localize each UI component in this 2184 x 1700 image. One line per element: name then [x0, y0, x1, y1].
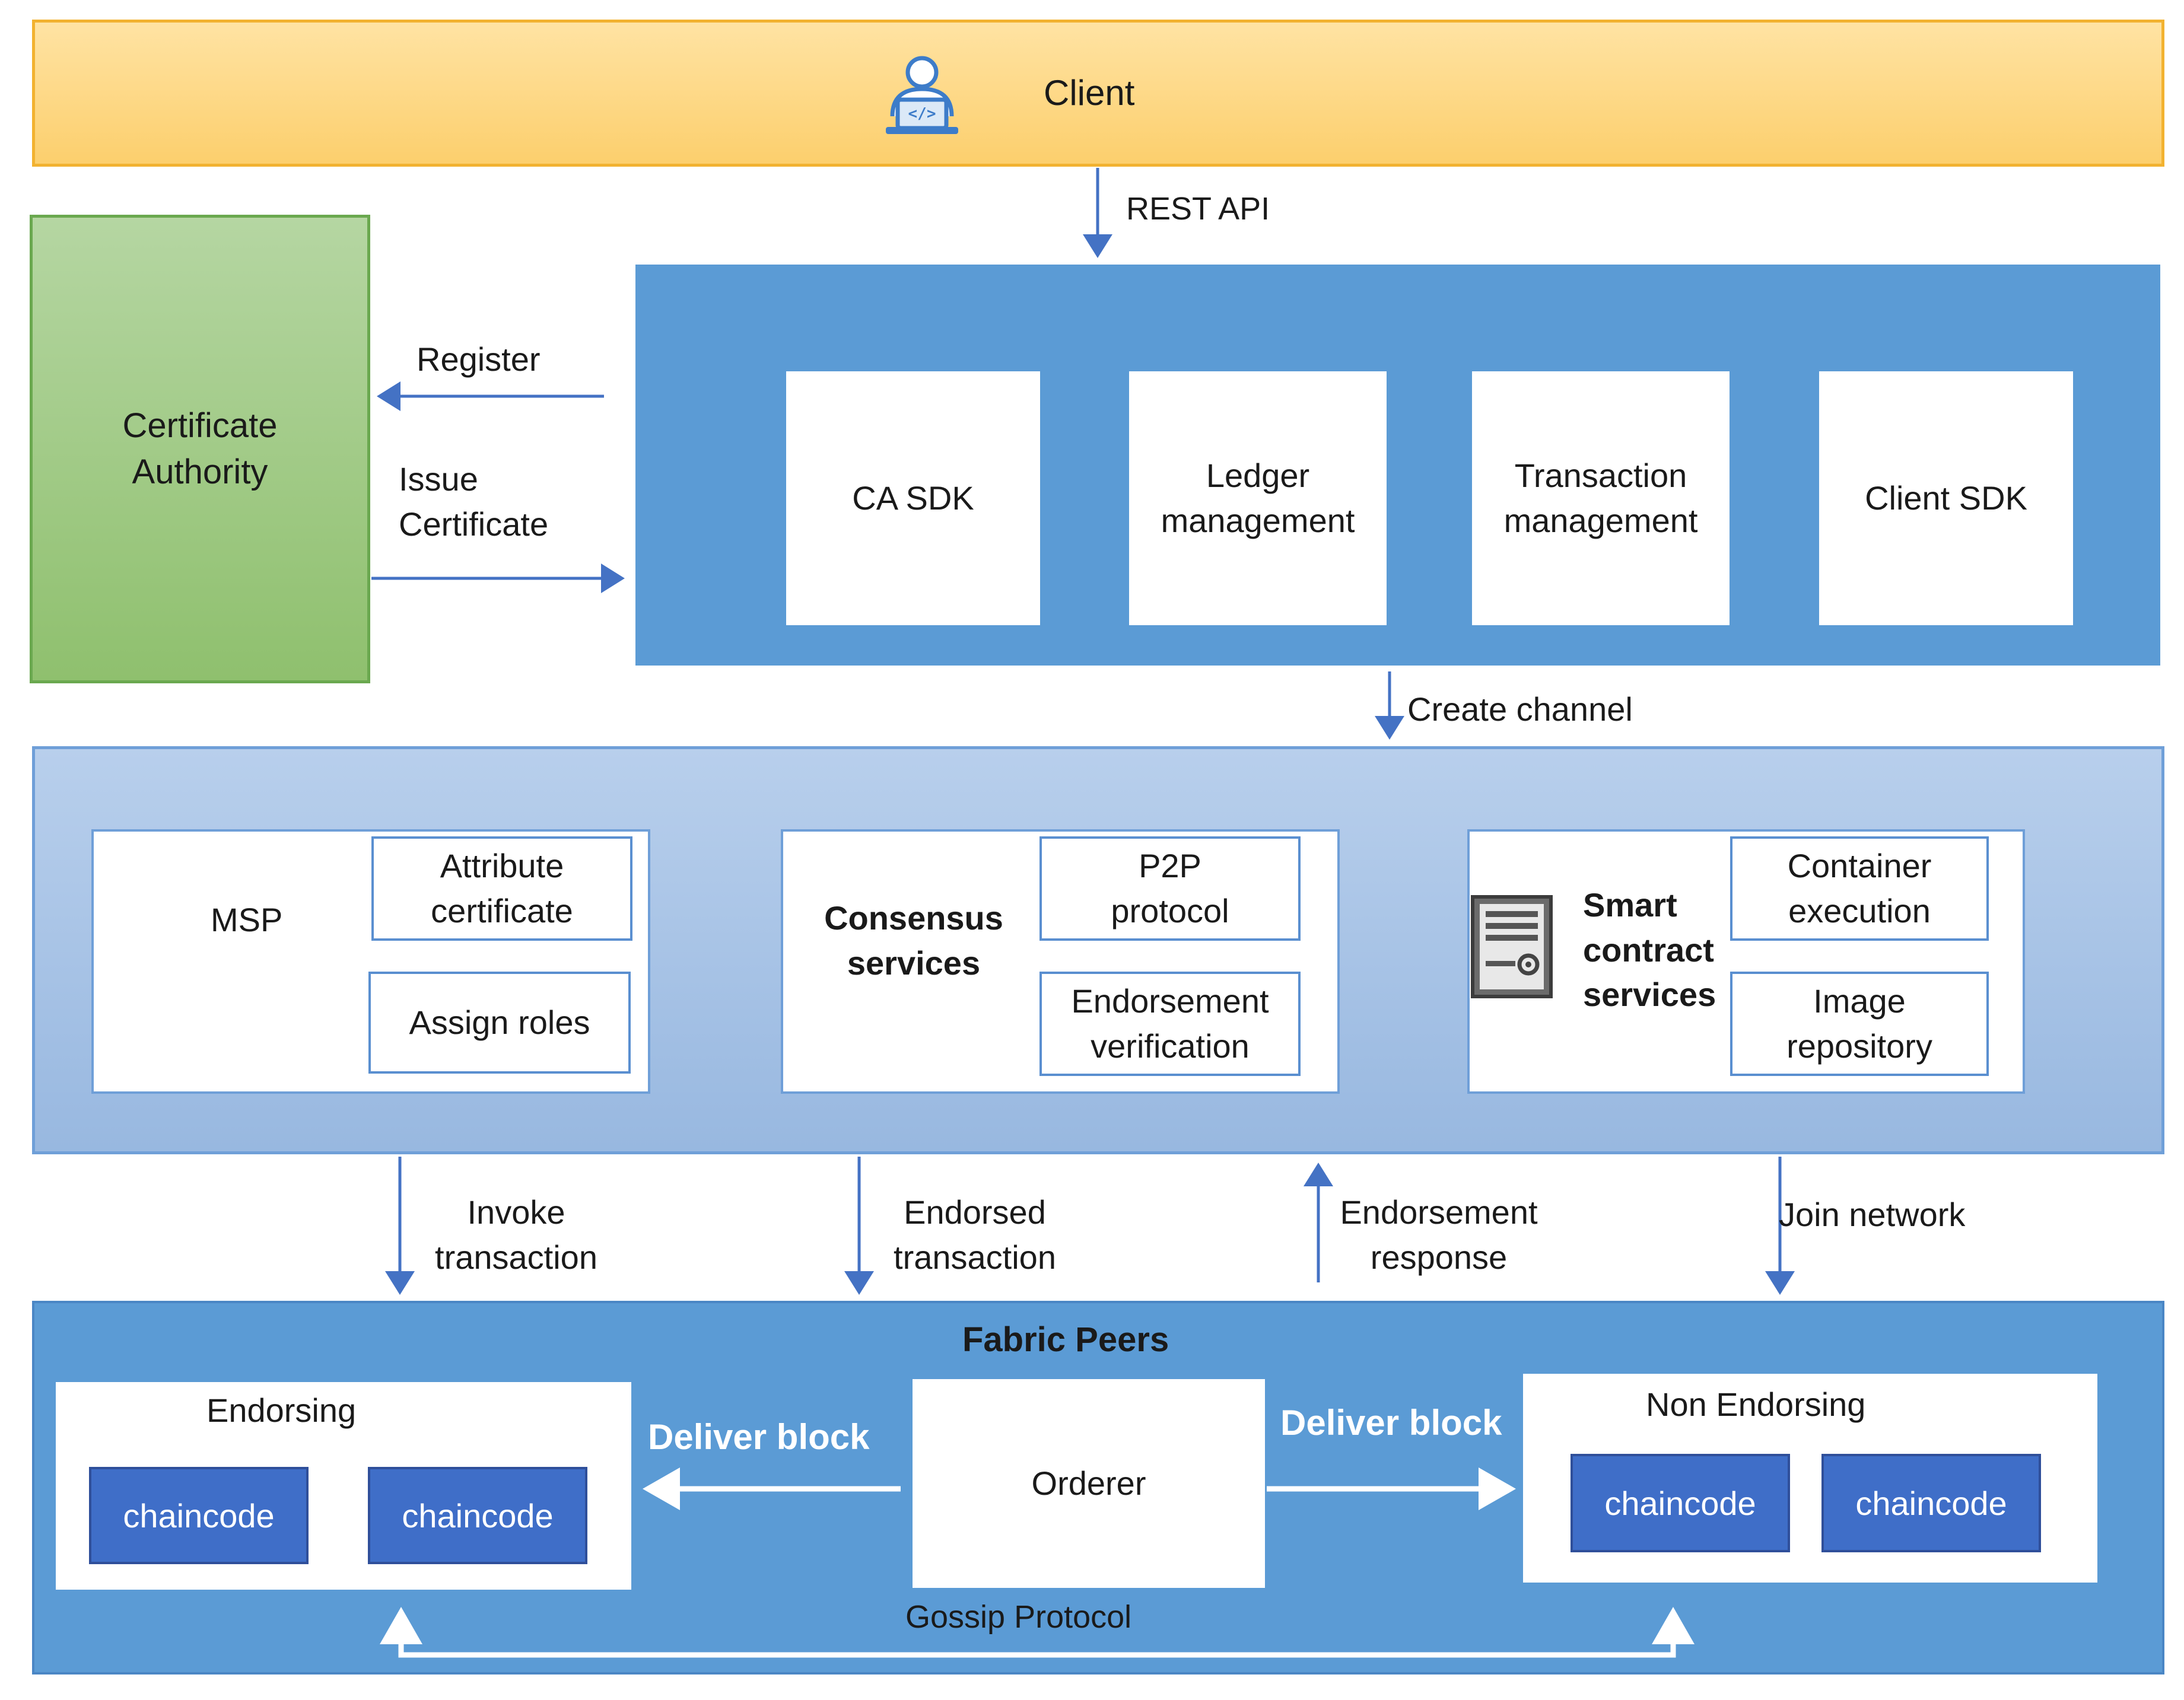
assign-roles-label: Assign roles: [409, 1004, 590, 1042]
ledger-management-label: Ledger management: [1161, 457, 1355, 539]
orderer-label: Orderer: [1031, 1465, 1146, 1502]
chaincode-box: chaincode: [89, 1467, 309, 1564]
smart-contract-title: Smart contract services: [1583, 886, 1716, 1014]
deliver-block-left-label: Deliver block: [648, 1417, 870, 1457]
attribute-certificate-label: Attribute certificate: [431, 847, 573, 929]
chaincode-label: chaincode: [123, 1497, 275, 1535]
chaincode-box: chaincode: [1821, 1454, 2041, 1552]
issue-certificate-label: Issue Certificate: [399, 460, 549, 543]
endorsement-response-label: Endorsement response: [1340, 1193, 1538, 1276]
client-sdk-label: Client SDK: [1865, 479, 2027, 517]
ledger-management-box: Ledger management: [1129, 371, 1387, 625]
p2p-protocol-label: P2P protocol: [1111, 847, 1229, 929]
create-channel-label: Create channel: [1407, 690, 1633, 728]
rest-api-label: REST API: [1126, 191, 1270, 227]
client-sdk-box: Client SDK: [1819, 371, 2073, 625]
assign-roles-box: Assign roles: [368, 972, 631, 1074]
orderer-box: Orderer: [913, 1379, 1265, 1588]
image-repository-box: Image repository: [1730, 972, 1989, 1076]
deliver-block-right-label: Deliver block: [1280, 1403, 1502, 1443]
container-execution-box: Container execution: [1730, 836, 1989, 941]
client-bar: </> Client: [32, 20, 2164, 167]
join-network-label: Join network: [1779, 1196, 1966, 1233]
p2p-protocol-box: P2P protocol: [1039, 836, 1301, 941]
ca-sdk-box: CA SDK: [786, 371, 1040, 625]
chaincode-label: chaincode: [402, 1497, 554, 1535]
ca-sdk-label: CA SDK: [852, 479, 974, 517]
server-gear-icon: [1470, 894, 1553, 999]
chaincode-label: chaincode: [1604, 1484, 1756, 1522]
msp-title: MSP: [211, 901, 283, 938]
client-label: Client: [1044, 73, 1135, 113]
attribute-certificate-box: Attribute certificate: [371, 836, 632, 941]
endorsing-title: Endorsing: [206, 1392, 357, 1429]
gossip-protocol-label: Gossip Protocol: [905, 1599, 1132, 1635]
consensus-title: Consensus services: [824, 899, 1003, 982]
endorsement-verification-label: Endorsement verification: [1071, 982, 1269, 1065]
transaction-management-label: Transaction management: [1503, 457, 1698, 539]
transaction-management-box: Transaction management: [1472, 371, 1730, 625]
register-label: Register: [417, 340, 541, 378]
image-repository-label: Image repository: [1786, 982, 1932, 1065]
non-endorsing-title: Non Endorsing: [1646, 1386, 1866, 1423]
certificate-authority-label: Certificate Authority: [122, 406, 278, 491]
endorsement-verification-box: Endorsement verification: [1039, 972, 1301, 1076]
chaincode-box: chaincode: [1571, 1454, 1790, 1552]
container-execution-label: Container execution: [1787, 847, 1932, 929]
svg-text:</>: </>: [908, 105, 936, 123]
certificate-authority-box: Certificate Authority: [30, 215, 370, 683]
chaincode-box: chaincode: [368, 1467, 587, 1564]
invoke-transaction-label: Invoke transaction: [435, 1193, 597, 1276]
chaincode-label: chaincode: [1855, 1484, 2007, 1522]
developer-laptop-icon: </>: [878, 51, 967, 140]
endorsed-transaction-label: Endorsed transaction: [894, 1193, 1056, 1276]
fabric-peers-title: Fabric Peers: [962, 1320, 1169, 1359]
